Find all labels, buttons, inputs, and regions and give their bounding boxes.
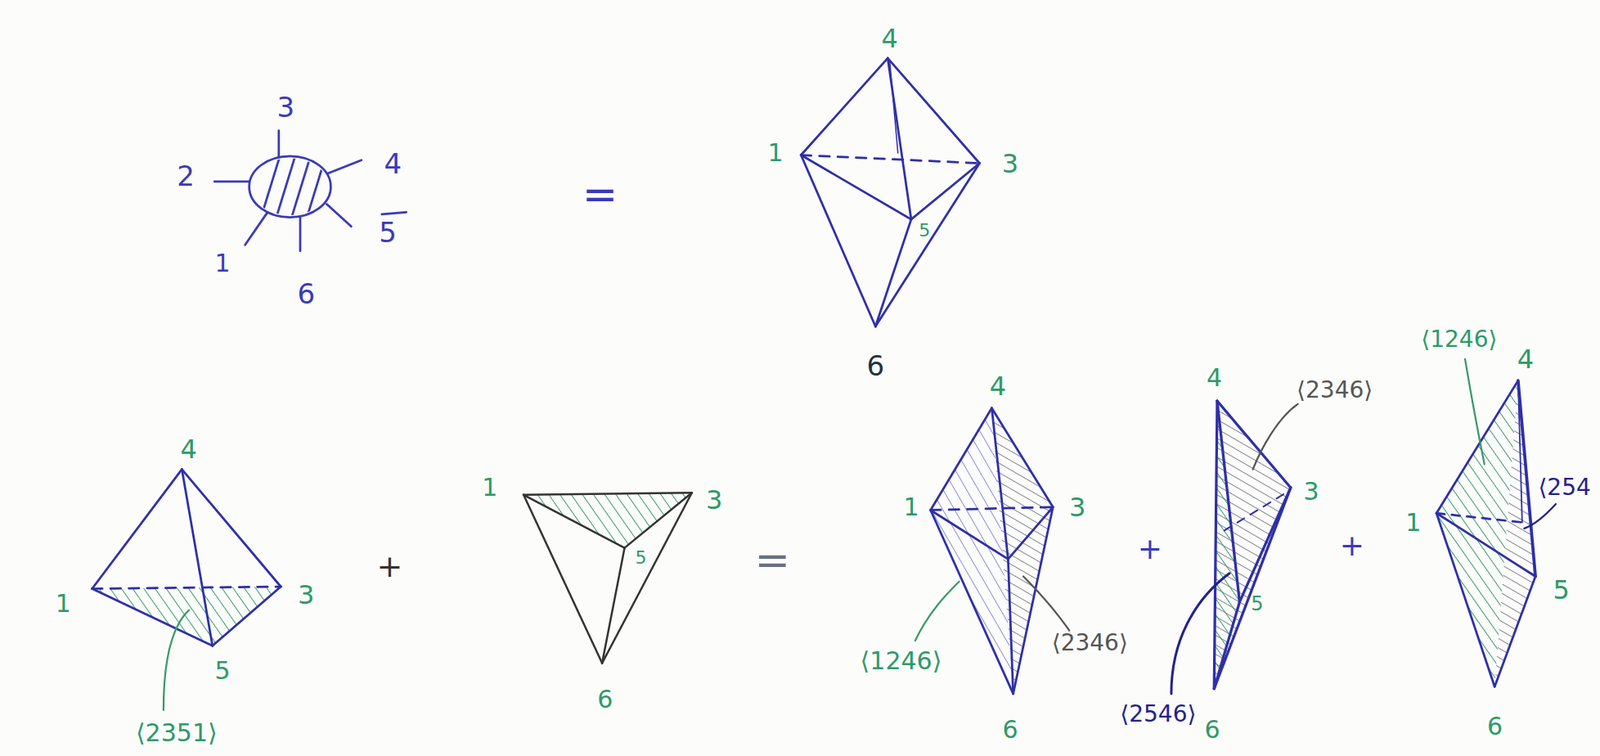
vertex-label: 2 xyxy=(176,161,195,190)
bracket-label: ⟨2351⟩ xyxy=(135,720,218,746)
vertex-label: 1 xyxy=(768,140,784,166)
polytope-piece xyxy=(1213,400,1291,689)
vertex-label: 4 xyxy=(1517,346,1534,373)
leader-lines xyxy=(163,359,1556,711)
vertex-label: 3 xyxy=(705,486,723,513)
tetrahedron xyxy=(92,469,282,647)
polytope xyxy=(800,58,980,327)
vertex-label: 1 xyxy=(903,494,919,520)
amplitude-blob xyxy=(214,130,406,252)
vertex-label: 5 xyxy=(1552,576,1569,603)
vertex-label: 6 xyxy=(296,279,315,308)
equals-sign: = xyxy=(582,172,619,216)
vertex-label: 3 xyxy=(276,93,295,122)
vertex-label: 6 xyxy=(866,351,885,380)
bracket-label: ⟨1246⟩ xyxy=(1420,328,1497,351)
vertex-label: 4 xyxy=(383,149,402,178)
vertex-label: 4 xyxy=(881,25,899,52)
vertex-label: 3 xyxy=(1002,150,1019,177)
plus-sign: + xyxy=(377,550,404,582)
vertex-label: 6 xyxy=(1487,714,1503,739)
bracket-label: ⟨2546⟩ xyxy=(1119,702,1196,726)
vertex-label: 1 xyxy=(55,591,72,616)
vertex-label: 5 xyxy=(378,218,397,247)
polytope-piece xyxy=(930,408,1054,694)
vertex-label: 5 xyxy=(918,221,931,240)
vertex-label: 5 xyxy=(214,658,230,684)
vertex-label: 3 xyxy=(1069,494,1086,521)
vertex-label: 3 xyxy=(1303,479,1319,504)
vertex-label: 1 xyxy=(481,475,498,500)
tetrahedron xyxy=(523,492,693,663)
vertex-label: 4 xyxy=(180,435,198,463)
vertex-label: 5 xyxy=(634,548,647,567)
vertex-label: 6 xyxy=(597,687,613,712)
vertex-label: 1 xyxy=(1405,510,1421,535)
plus-sign: + xyxy=(1137,534,1163,564)
vertex-label: 1 xyxy=(214,251,230,276)
bracket-label: ⟨1246⟩ xyxy=(860,648,943,674)
vertex-label: 3 xyxy=(297,581,315,608)
bracket-label: ⟨2346⟩ xyxy=(1051,631,1129,655)
equals-sign: = xyxy=(755,538,792,581)
plus-sign: + xyxy=(1339,530,1365,561)
vertex-label: 6 xyxy=(1002,717,1018,742)
polytope-piece xyxy=(1436,380,1536,687)
bracket-label: ⟨2346⟩ xyxy=(1296,378,1373,402)
bracket-label: ⟨254 xyxy=(1537,476,1591,499)
vertex-label: 6 xyxy=(1204,717,1220,742)
vertex-label: 4 xyxy=(989,373,1007,400)
vertex-label: 5 xyxy=(1250,593,1263,614)
vertex-label: 4 xyxy=(1206,365,1223,391)
